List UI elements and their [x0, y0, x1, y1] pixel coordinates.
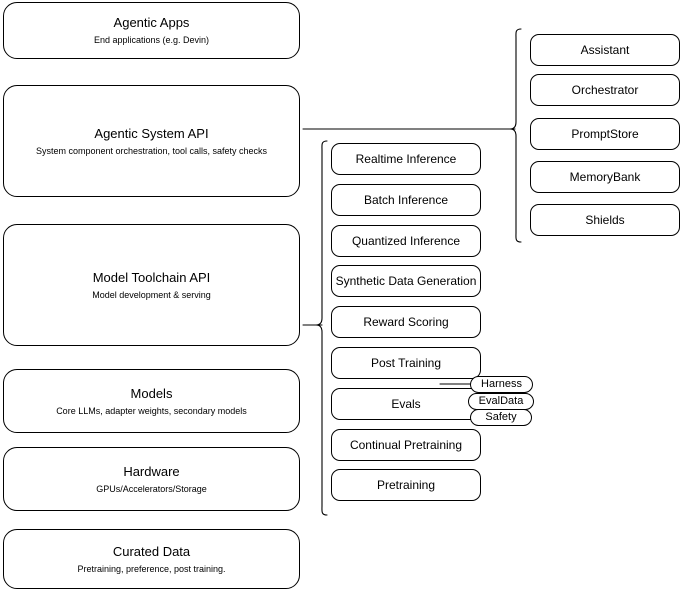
eval-pill-safety[interactable]: Safety [470, 409, 532, 426]
capability-realtime-inference[interactable]: Realtime Inference [331, 143, 481, 175]
capability-label: Realtime Inference [355, 152, 457, 166]
capability-label: Reward Scoring [363, 315, 449, 329]
eval-pill-label: EvalData [478, 395, 524, 407]
component-memorybank[interactable]: MemoryBank [530, 161, 680, 193]
layer-title: Agentic Apps [113, 15, 190, 30]
system-components-brace [509, 28, 522, 243]
component-promptstore[interactable]: PromptStore [530, 118, 680, 150]
component-orchestrator[interactable]: Orchestrator [530, 74, 680, 106]
capability-label: Quantized Inference [351, 234, 461, 248]
layer-subtitle: Core LLMs, adapter weights, secondary mo… [56, 405, 247, 416]
layer-title: Model Toolchain API [92, 269, 211, 285]
capability-label: Batch Inference [363, 193, 449, 207]
layer-curated-data[interactable]: Curated Data Pretraining, preference, po… [3, 529, 300, 589]
capability-quantized-inference[interactable]: Quantized Inference [331, 225, 481, 257]
component-label: MemoryBank [569, 170, 641, 184]
layer-agentic-system-api[interactable]: Agentic System API System component orch… [3, 85, 300, 197]
layer-subtitle: GPUs/Accelerators/Storage [96, 483, 207, 494]
capability-label: Pretraining [376, 478, 436, 492]
layer-subtitle: Model development & serving [92, 289, 211, 300]
capability-label: Post Training [370, 356, 442, 370]
capability-post-training[interactable]: Post Training [331, 347, 481, 379]
layer-agentic-apps[interactable]: Agentic Apps End applications (e.g. Devi… [3, 2, 300, 59]
layer-title: Curated Data [112, 543, 191, 559]
eval-pill-label: Harness [481, 378, 522, 390]
capability-continual-pretraining[interactable]: Continual Pretraining [331, 429, 481, 461]
eval-pill-label: Safety [485, 411, 517, 423]
component-shields[interactable]: Shields [530, 204, 680, 236]
eval-pill-harness[interactable]: Harness [470, 376, 533, 393]
layer-title: Hardware [123, 463, 180, 479]
component-label: Assistant [580, 43, 630, 57]
capability-label: Evals [391, 397, 421, 411]
capability-pretraining[interactable]: Pretraining [331, 469, 481, 501]
eval-pill-evaldata[interactable]: EvalData [468, 393, 534, 410]
component-assistant[interactable]: Assistant [530, 34, 680, 66]
toolchain-capabilities-brace [315, 140, 328, 516]
component-label: Shields [585, 213, 625, 227]
capability-batch-inference[interactable]: Batch Inference [331, 184, 481, 216]
component-label: PromptStore [571, 127, 639, 141]
layer-title: Agentic System API [94, 125, 209, 141]
layer-subtitle: End applications (e.g. Devin) [93, 35, 210, 45]
layer-models[interactable]: Models Core LLMs, adapter weights, secon… [3, 369, 300, 433]
layer-model-toolchain-api[interactable]: Model Toolchain API Model development & … [3, 224, 300, 346]
layer-subtitle: Pretraining, preference, post training. [77, 563, 226, 574]
capability-evals[interactable]: Evals [331, 388, 481, 420]
layer-subtitle: System component orchestration, tool cal… [35, 145, 268, 156]
layer-title: Models [130, 385, 173, 401]
capability-label: Synthetic Data Generation [335, 274, 477, 288]
capability-label: Continual Pretraining [349, 438, 463, 452]
component-label: Orchestrator [571, 83, 639, 97]
capability-reward-scoring[interactable]: Reward Scoring [331, 306, 481, 338]
layer-hardware[interactable]: Hardware GPUs/Accelerators/Storage [3, 447, 300, 511]
capability-synthetic-data-generation[interactable]: Synthetic Data Generation [331, 265, 481, 297]
